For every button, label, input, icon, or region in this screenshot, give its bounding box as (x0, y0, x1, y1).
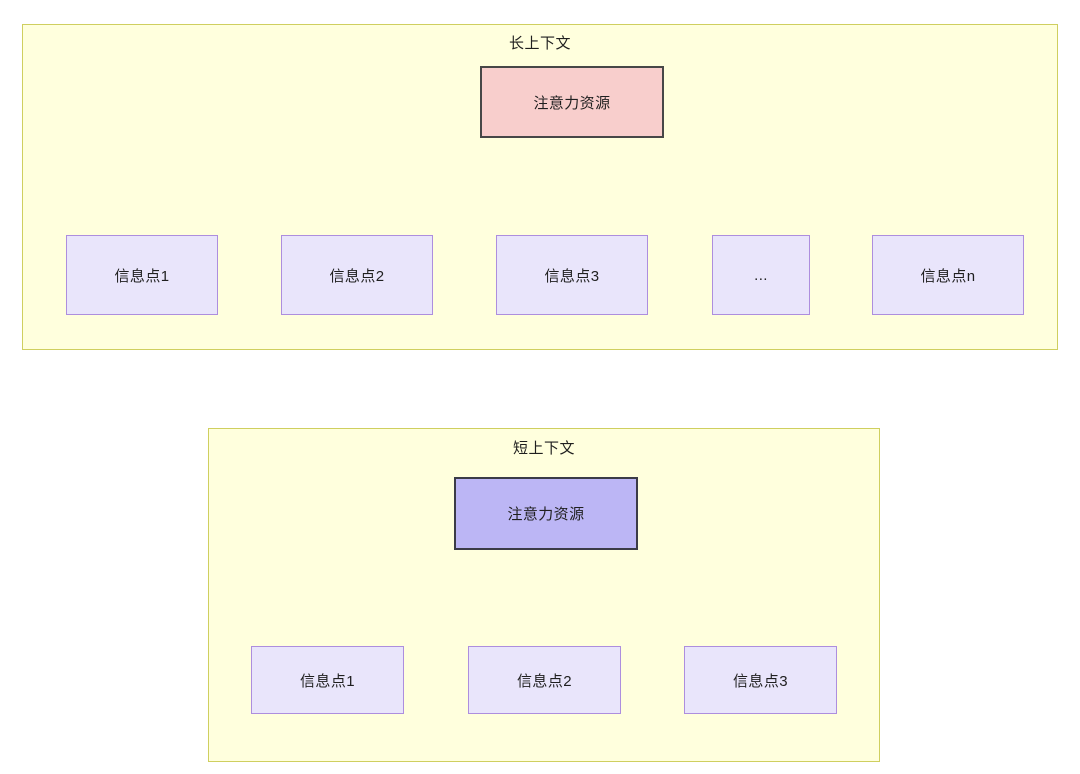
node-short-info-point-1[interactable]: 信息点1 (251, 646, 404, 714)
node-long-info-point-1[interactable]: 信息点1 (66, 235, 218, 315)
node-long-info-point-3[interactable]: 信息点3 (496, 235, 648, 315)
node-label: 信息点1 (114, 267, 170, 285)
node-long-info-point-2[interactable]: 信息点2 (281, 235, 433, 315)
node-label: 信息点3 (733, 672, 788, 690)
node-label: 信息点2 (329, 267, 385, 285)
node-label: 注意力资源 (533, 94, 611, 112)
node-label: 信息点3 (544, 267, 600, 285)
panel-short-context-title: 短上下文 (512, 440, 575, 457)
node-label: 信息点n (920, 267, 976, 285)
node-label: ... (754, 266, 768, 284)
panel-long-context-title: 长上下文 (508, 35, 571, 52)
node-short-info-point-2[interactable]: 信息点2 (468, 646, 621, 714)
node-long-info-point-ellipsis[interactable]: ... (712, 235, 810, 315)
node-label: 信息点1 (300, 672, 355, 690)
node-short-info-point-3[interactable]: 信息点3 (684, 646, 837, 714)
node-long-info-point-n[interactable]: 信息点n (872, 235, 1024, 315)
node-label: 注意力资源 (507, 506, 585, 523)
node-short-attention-resource[interactable]: 注意力资源 (454, 477, 638, 550)
node-label: 信息点2 (517, 672, 572, 690)
node-long-attention-resource[interactable]: 注意力资源 (480, 66, 664, 138)
